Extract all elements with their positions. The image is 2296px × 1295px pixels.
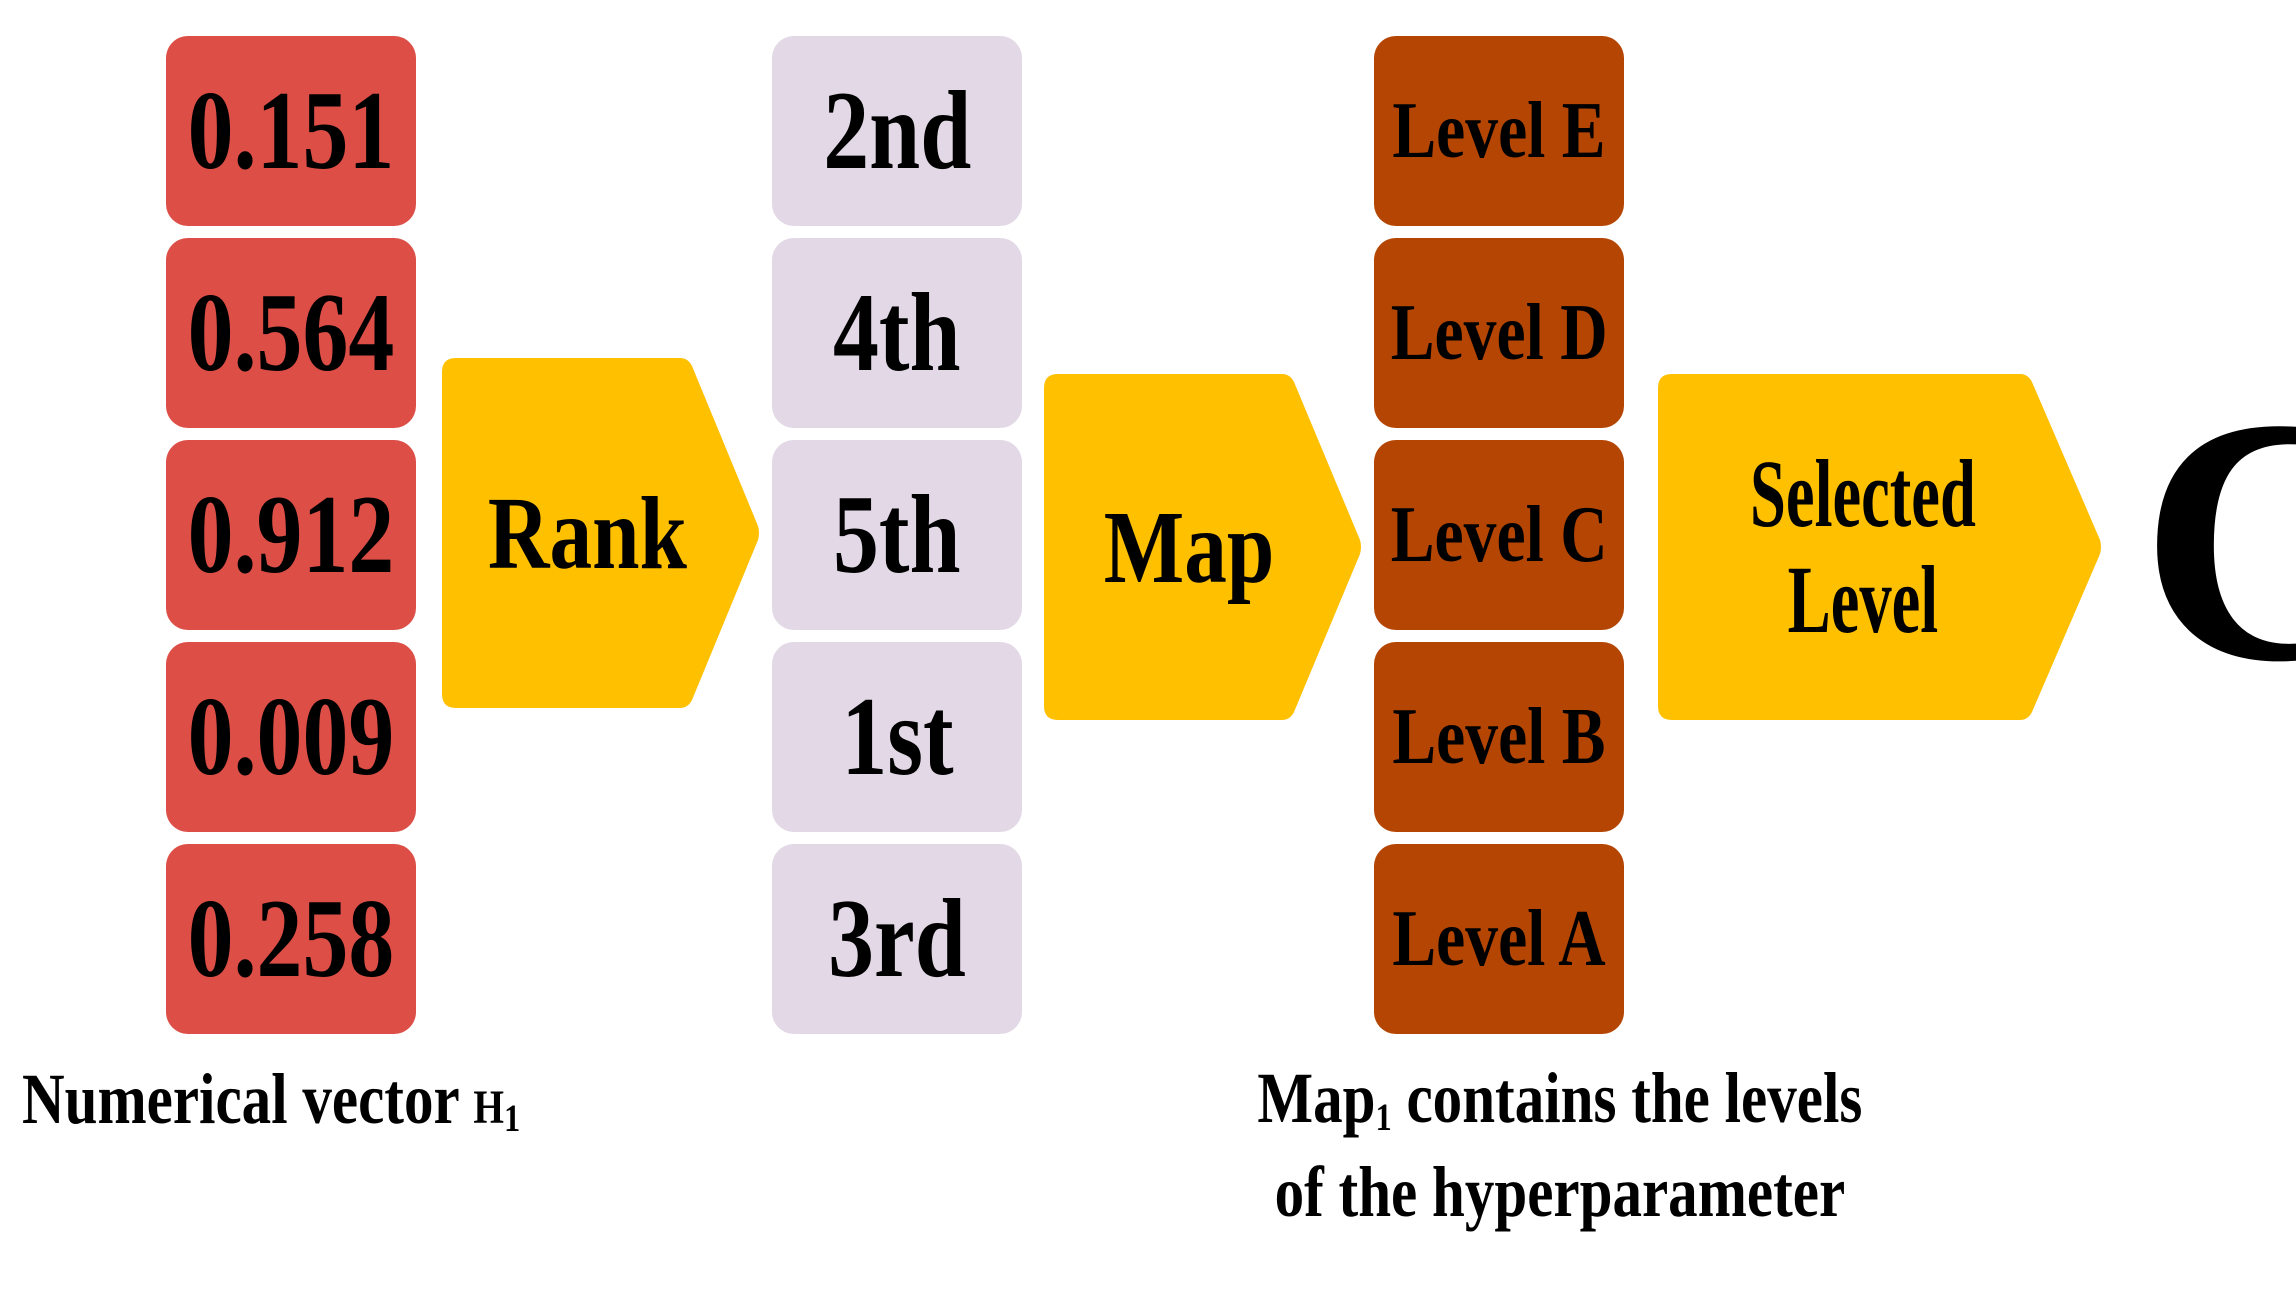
value-cell: 0.009 [166,642,416,832]
map-caption: Map1 contains the levels of the hyperpar… [1160,1052,1960,1239]
map-caption-line2: of the hyperparameter [1274,1151,1846,1232]
map-arrow: Map [1044,374,1364,720]
selected-label-line1: Selected [1750,440,1976,548]
selected-level-arrow-shape [1658,374,2101,720]
rank-arrow-shape [442,358,759,708]
rank-arrow-label: Rank [487,475,687,591]
map-subscript: 1 [1375,1094,1392,1139]
rank-arrow: Rank [442,358,762,708]
map-arrow-label: Map [1103,489,1275,605]
level-cell: Level D [1374,238,1624,428]
level-cell: Level A [1374,844,1624,1034]
map-name: Map [1257,1058,1376,1138]
rank-cell: 5th [772,440,1022,630]
selected-label-line2: Level [1787,546,1939,653]
value-cell: 0.258 [166,844,416,1034]
rank-cell: 4th [772,238,1022,428]
value-cell: 0.151 [166,36,416,226]
result-letter: C [2140,360,2296,720]
map-caption-line1: Map1 contains the levels [1258,1052,1863,1146]
rank-cell: 3rd [772,844,1022,1034]
level-cell: Level E [1374,36,1624,226]
rank-cell: 2nd [772,36,1022,226]
map-arrow-shape [1044,374,1361,720]
rank-cell: 1st [772,642,1022,832]
vector-symbol: H [473,1081,504,1134]
value-cell: 0.564 [166,238,416,428]
vector-subscript: 1 [503,1095,521,1140]
numerical-vector-caption: Numerical vector H1 [22,1058,630,1141]
value-cell: 0.912 [166,440,416,630]
level-cell: Level C [1374,440,1624,630]
level-cell: Level B [1374,642,1624,832]
vector-caption-text: Numerical vector [22,1059,474,1139]
map-caption-rest: contains the levels [1391,1058,1863,1138]
